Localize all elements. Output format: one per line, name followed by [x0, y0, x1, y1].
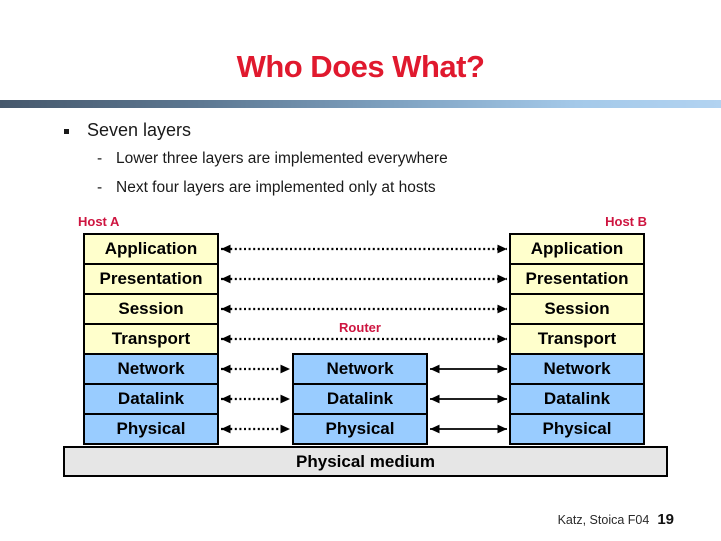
sub-bullet-1: -Lower three layers are implemented ever… [97, 150, 448, 168]
host-a-layer-transport: Transport [85, 325, 217, 355]
page-number: 19 [657, 511, 674, 528]
page-title: Who Does What? [236, 49, 485, 84]
host-a-layer-datalink: Datalink [85, 385, 217, 415]
host-a-label: Host A [78, 214, 120, 229]
dash-marker: - [97, 179, 103, 196]
square-bullet-icon [64, 129, 69, 134]
host-a-layer-network: Network [85, 355, 217, 385]
host-a-stack: Application Presentation Session Transpo… [83, 233, 219, 445]
host-a-layer-application: Application [85, 235, 217, 265]
footer-credit: Katz, Stoica F04 [557, 513, 650, 527]
router-layer-physical: Physical [294, 415, 426, 443]
host-b-layer-datalink: Datalink [511, 385, 643, 415]
sub-bullet-2-text: Next four layers are implemented only at… [116, 179, 436, 196]
router-stack: Network Datalink Physical [292, 353, 428, 445]
footer: Katz, Stoica F04 19 [0, 511, 674, 529]
host-b-layer-presentation: Presentation [511, 265, 643, 295]
host-a-layer-physical: Physical [85, 415, 217, 443]
physical-medium-bar: Physical medium [63, 446, 668, 477]
host-b-stack: Application Presentation Session Transpo… [509, 233, 645, 445]
router-layer-network: Network [294, 355, 426, 385]
host-b-layer-session: Session [511, 295, 643, 325]
host-b-layer-network: Network [511, 355, 643, 385]
title-divider-bar [0, 100, 721, 108]
host-b-label: Host B [605, 214, 647, 229]
router-layer-datalink: Datalink [294, 385, 426, 415]
host-a-layer-presentation: Presentation [85, 265, 217, 295]
sub-bullet-1-text: Lower three layers are implemented every… [116, 150, 448, 167]
dash-marker: - [97, 150, 103, 167]
sub-bullet-2: -Next four layers are implemented only a… [97, 179, 436, 197]
host-b-layer-transport: Transport [511, 325, 643, 355]
host-b-layer-application: Application [511, 235, 643, 265]
bullet-text: Seven layers [87, 120, 192, 140]
host-b-layer-physical: Physical [511, 415, 643, 443]
router-label: Router [339, 320, 381, 335]
host-a-layer-session: Session [85, 295, 217, 325]
